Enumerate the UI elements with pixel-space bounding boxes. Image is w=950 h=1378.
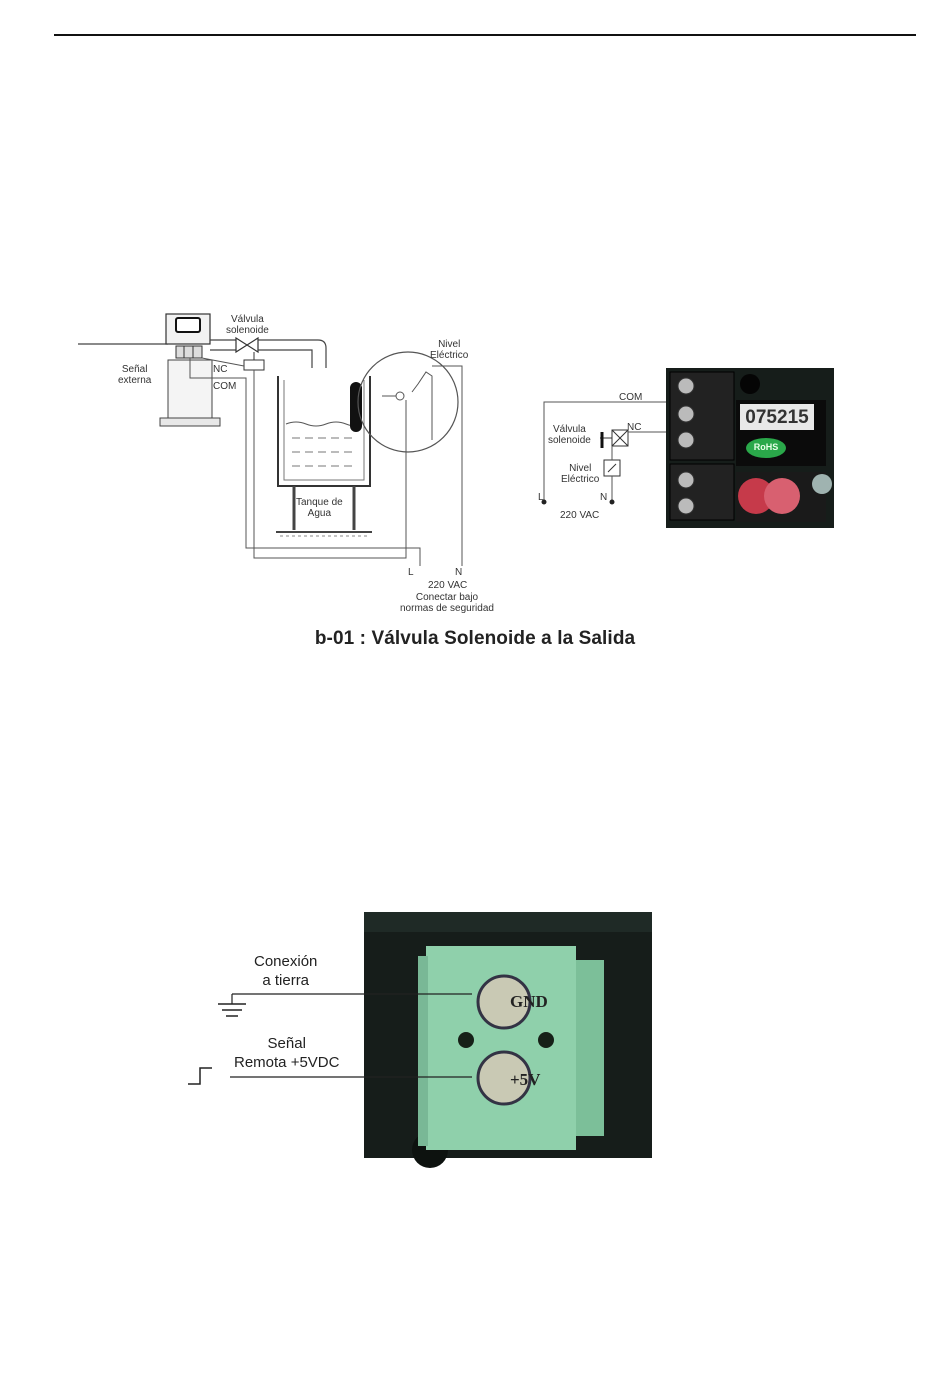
controller-display (176, 318, 200, 332)
label-level-sensor: Nivel Eléctrico (430, 339, 468, 361)
board-label-220vac: 220 VAC (560, 510, 599, 521)
board-label-solenoid-valve: Válvula solenoide (548, 424, 591, 446)
label-l: L (408, 567, 414, 578)
diagram-remote-signal-terminal: Conexión a tierra Señal Remota +5VDC GND… (180, 900, 660, 1170)
board-label-level-sensor: Nivel Eléctrico (561, 463, 599, 485)
label-n: N (455, 567, 462, 578)
board-label-l: L (538, 492, 544, 503)
diagram-tank-installation: Válvula solenoide Nivel Eléctrico Señal … (0, 0, 950, 640)
board-code-sticker: 075215 (742, 407, 812, 429)
label-water-tank: Tanque de Agua (296, 497, 343, 519)
label-remote-signal: Señal Remota +5VDC (234, 1034, 339, 1072)
gnd-terminal-label: GND (510, 992, 548, 1012)
label-220vac: 220 VAC (428, 580, 467, 591)
board-wiring-drawing (530, 360, 850, 560)
label-ground-connection: Conexión a tierra (254, 952, 317, 990)
label-com: COM (213, 381, 236, 392)
label-safety-note: Conectar bajo normas de seguridad (400, 592, 494, 614)
step-signal-symbol (188, 1068, 212, 1084)
rohs-badge: RoHS (748, 442, 784, 452)
label-external-signal: Señal externa (118, 364, 151, 386)
plus5v-terminal-label: +5V (510, 1070, 540, 1090)
solenoid-valve-symbol (236, 338, 258, 352)
label-solenoid-valve: Válvula solenoide (226, 314, 269, 336)
figure-caption: b-01 : Válvula Solenoide a la Salida (180, 628, 770, 650)
board-label-nc: NC (627, 422, 641, 433)
label-nc: NC (213, 364, 227, 375)
board-label-com: COM (619, 392, 642, 403)
board-label-n: N (600, 492, 607, 503)
controller-terminals (176, 346, 202, 358)
level-switch-detail (358, 352, 458, 452)
